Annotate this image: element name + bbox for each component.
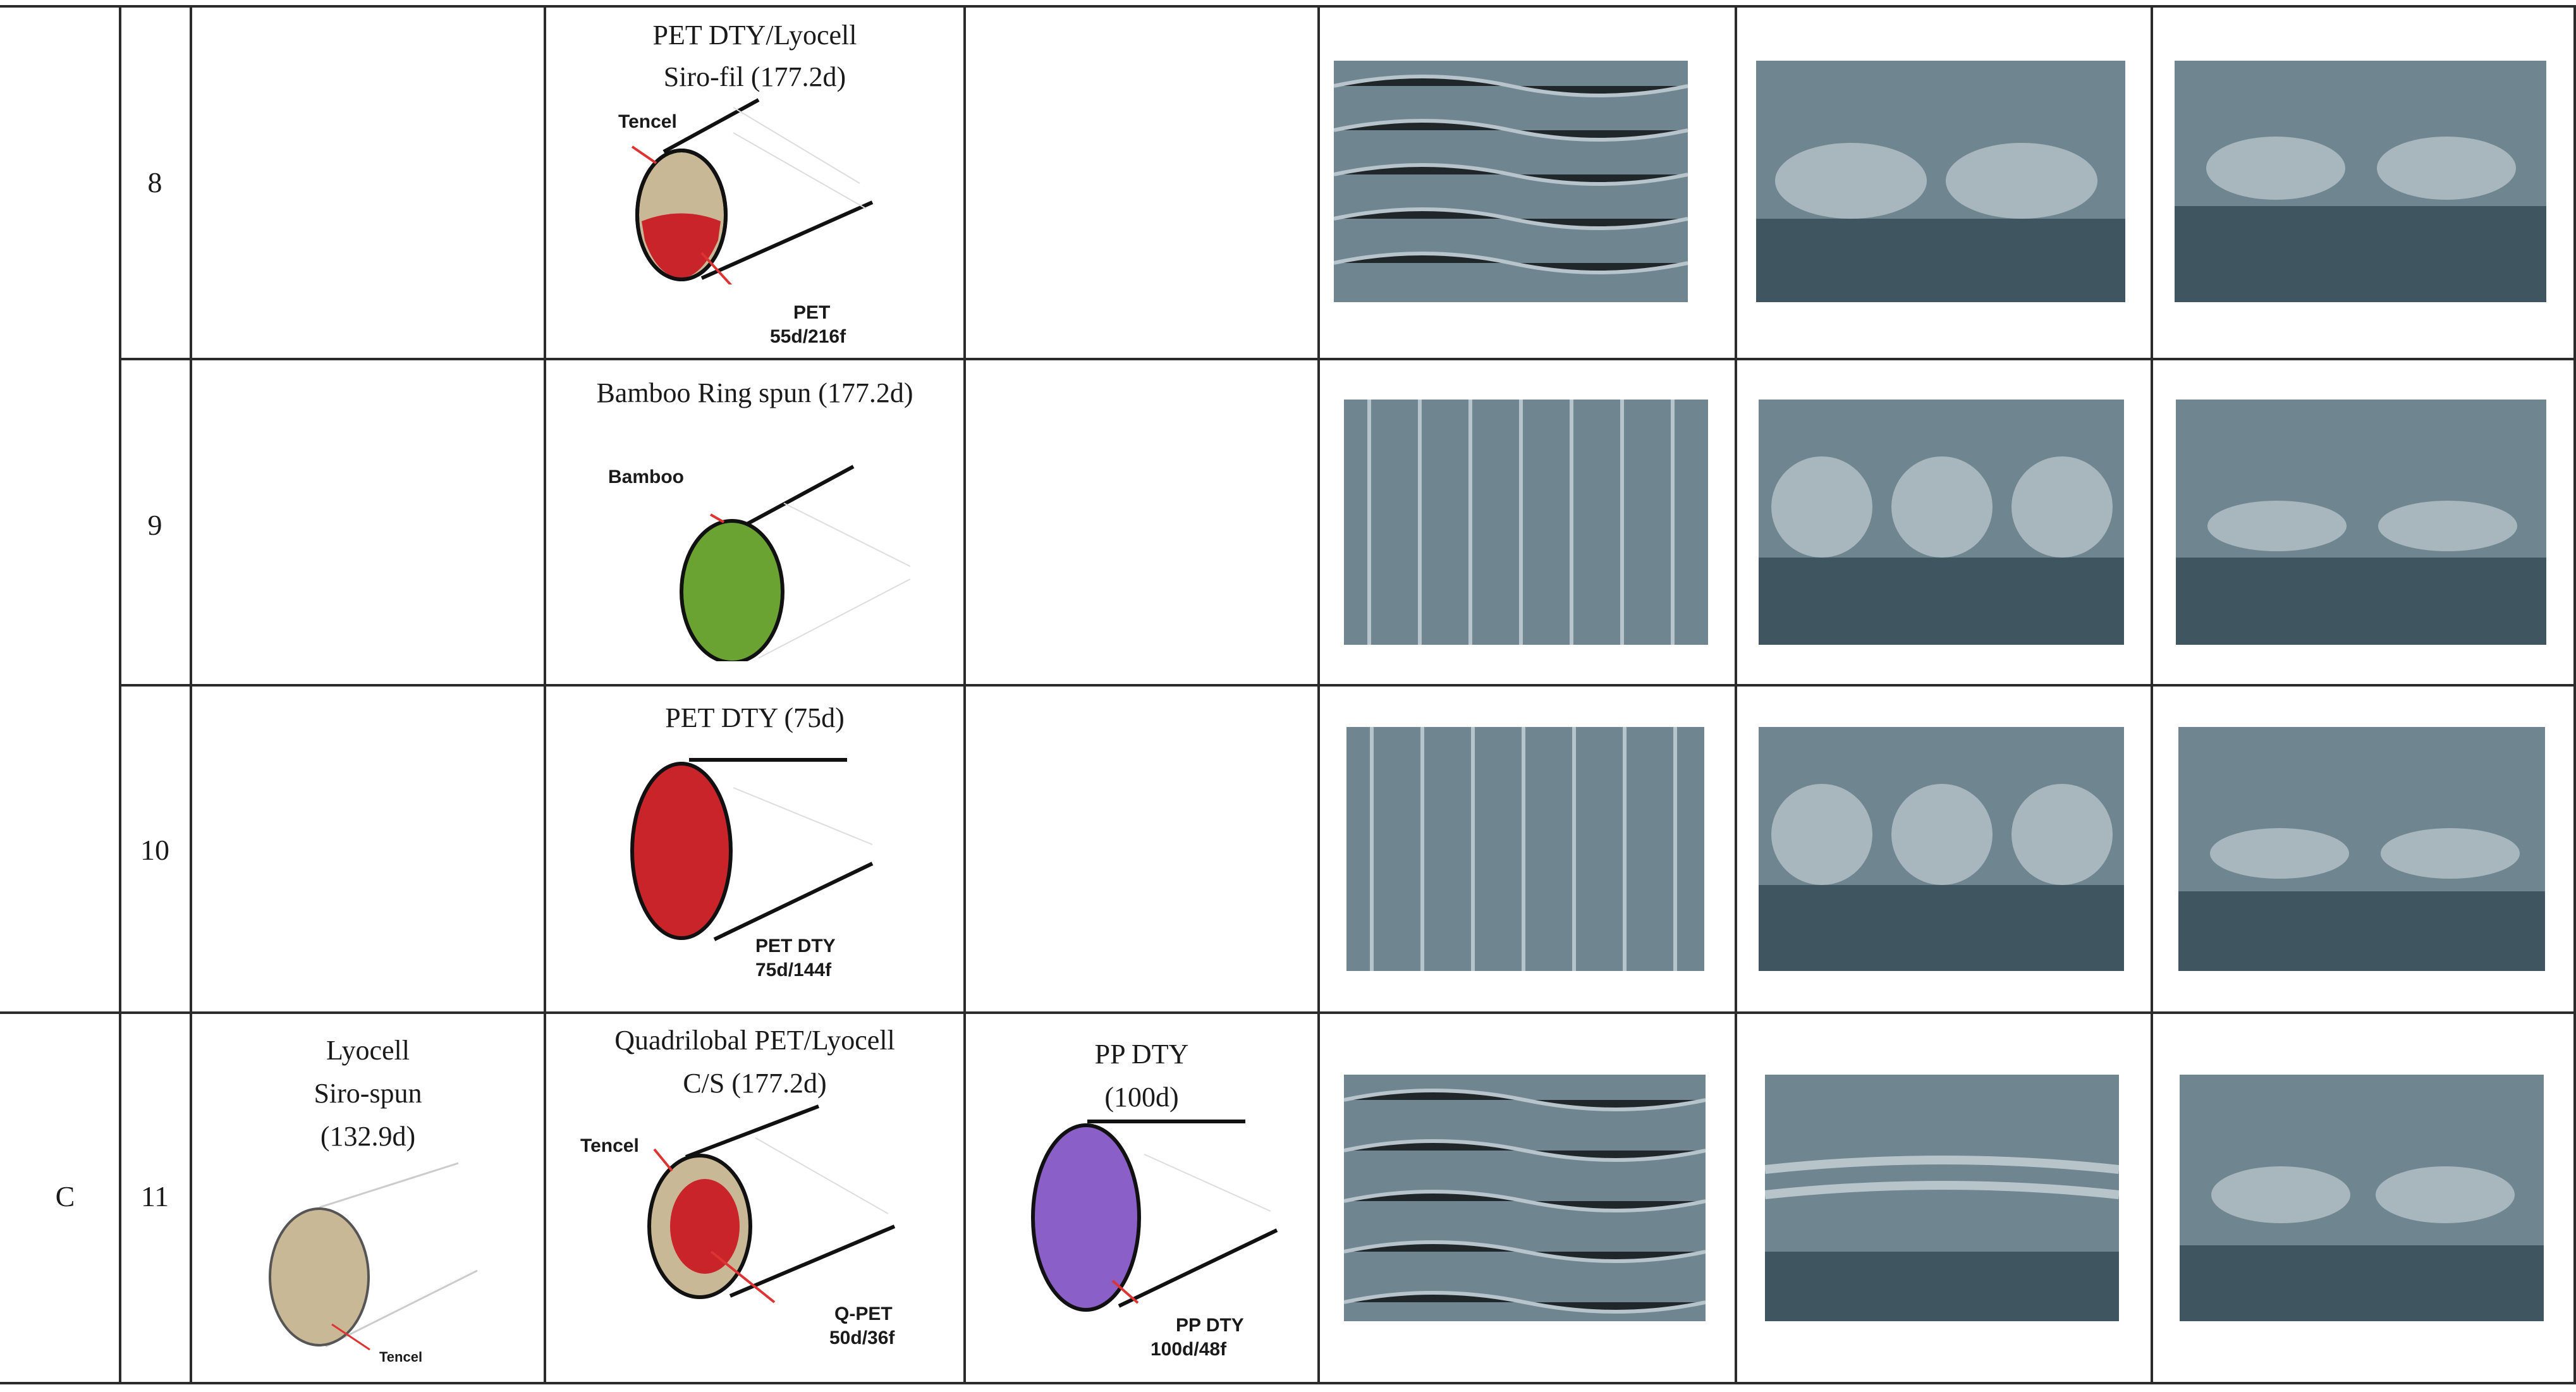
yarn-cross-section-diagram: [269, 1162, 478, 1351]
sem-image-cross-section: [1759, 727, 2124, 971]
yarn-subtitle: C/S (177.2d): [683, 1068, 827, 1099]
table-border-bottom: [0, 1382, 2576, 1384]
q-pet-count-label: 50d/36f: [829, 1328, 895, 1348]
sem-image-cross-section-detail: [2176, 400, 2546, 645]
tencel-label: Tencel: [580, 1135, 639, 1156]
yarn-cross-section-diagram: [631, 98, 874, 284]
table-border-right: [2573, 5, 2576, 1384]
col-divider: [544, 5, 546, 1384]
row-divider: [0, 1011, 2576, 1014]
yarn-title: Bamboo Ring spun (177.2d): [596, 377, 913, 408]
sem-image-cross-section: [1756, 61, 2125, 302]
sem-image-surface: [1344, 400, 1708, 645]
pp-dty-label: PP DTY: [1176, 1315, 1244, 1336]
row-divider: [119, 684, 2576, 687]
yarn-title: PET DTY/Lyocell: [652, 20, 857, 51]
col-divider: [190, 5, 192, 1384]
tencel-label: Tencel: [618, 111, 677, 132]
sem-image-cross-section: [1765, 1075, 2119, 1321]
col-divider: [1735, 5, 1737, 1384]
q-pet-label: Q-PET: [834, 1303, 893, 1324]
row-divider: [119, 358, 2576, 360]
weft-count: (132.9d): [320, 1121, 416, 1152]
pet-dty-count-label: 75d/144f: [755, 960, 832, 980]
col-divider: [1317, 5, 1320, 1384]
extra-count: (100d): [1104, 1082, 1179, 1113]
row-number: 9: [147, 509, 162, 541]
sem-image-surface: [1334, 61, 1688, 302]
pet-count-label: 55d/216f: [770, 326, 846, 347]
weft-title: Lyocell: [326, 1035, 410, 1066]
row-number: 10: [140, 834, 169, 866]
yarn-cross-section-diagram: [630, 758, 874, 941]
group-label: C: [55, 1180, 75, 1212]
sem-image-cross-section-detail: [2180, 1075, 2544, 1321]
yarn-cross-section-diagram: [647, 1104, 896, 1303]
yarn-title: PET DTY (75d): [665, 702, 845, 733]
sem-image-cross-section-detail: [2175, 61, 2546, 302]
row-number: 8: [147, 166, 162, 198]
pet-label: PET: [793, 302, 831, 323]
yarn-cross-section-diagram: [1031, 1120, 1278, 1312]
table-border-top: [0, 5, 2576, 8]
sem-image-surface: [1344, 1075, 1706, 1321]
col-divider: [119, 5, 121, 1384]
extra-title: PP DTY: [1094, 1039, 1189, 1070]
bamboo-label: Bamboo: [608, 467, 684, 487]
sem-image-cross-section: [1759, 400, 2124, 645]
pp-dty-count-label: 100d/48f: [1151, 1339, 1227, 1360]
yarn-cross-section-diagram: [680, 465, 911, 661]
tencel-label: Tencel: [379, 1349, 423, 1365]
col-divider: [963, 5, 966, 1384]
pet-dty-label: PET DTY: [755, 936, 836, 956]
sem-image-surface: [1346, 727, 1704, 971]
col-divider: [2151, 5, 2153, 1384]
yarn-title: Quadrilobal PET/Lyocell: [614, 1025, 895, 1056]
row-number: 11: [140, 1180, 169, 1212]
weft-subtitle: Siro-spun: [314, 1078, 422, 1109]
sem-image-cross-section-detail: [2178, 727, 2545, 971]
yarn-subtitle: Siro-fil (177.2d): [663, 61, 846, 92]
